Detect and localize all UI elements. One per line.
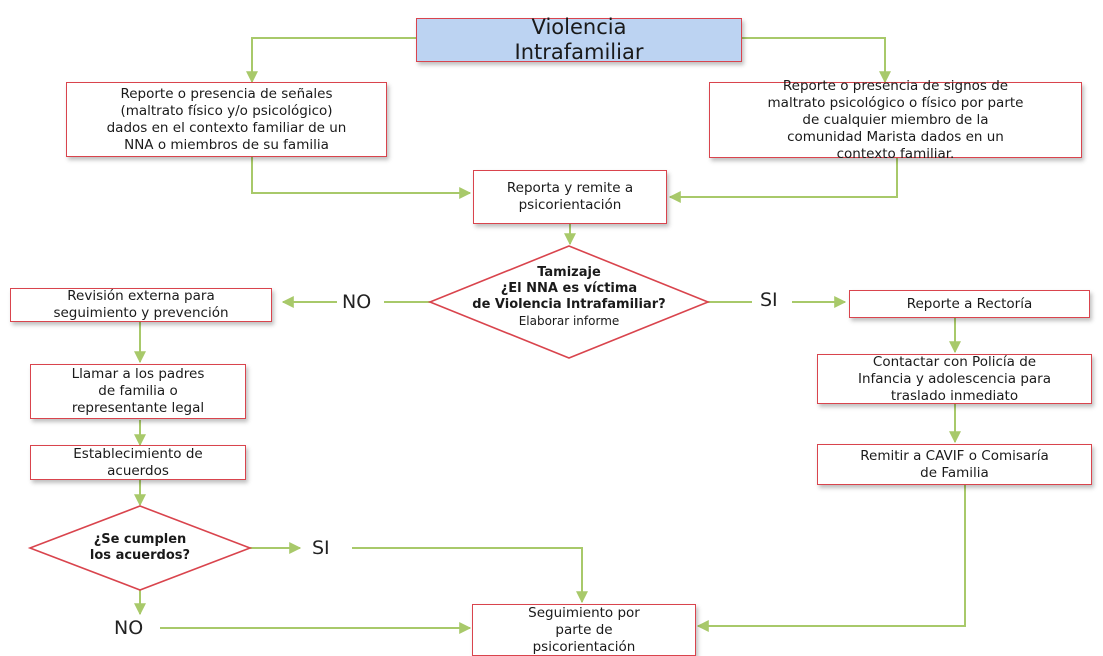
remit-psicorientacion-box: Reporta y remite a psicorientación: [473, 170, 667, 224]
revision-externa-box: Revisión externa para seguimiento y prev…: [10, 288, 272, 322]
acuerdos-question-label: ¿Se cumplen los acuerdos?: [60, 530, 220, 566]
edge-right-to-remit: [668, 158, 898, 203]
tamizaje-diamond: [427, 245, 711, 359]
tamizaje-no-label: NO: [342, 291, 372, 313]
report-right-box: Reporte o presencia de signos de maltrat…: [709, 78, 1082, 162]
tamizaje-label: Tamizaje ¿El NNA es víctima de Violencia…: [440, 265, 698, 328]
acuerdos-si-label: SI: [312, 537, 330, 559]
edge-title-to-left: [246, 37, 416, 84]
reporte-rectoria-box: Reporte a Rectoría: [849, 290, 1090, 318]
llamar-padres-box: Llamar a los padres de familia o represe…: [30, 364, 246, 419]
contactar-policia-box: Contactar con Policía de Infancia y adol…: [817, 354, 1092, 404]
tamizaje-si-label: SI: [760, 289, 778, 311]
edge-left-to-remit: [251, 157, 472, 199]
tamizaje-subtext: Elaborar informe: [518, 314, 620, 328]
tamizaje-question: Tamizaje ¿El NNA es víctima de Violencia…: [472, 265, 666, 312]
remitir-cavif-box: Remitir a CAVIF o Comisaría de Familia: [817, 444, 1092, 485]
seguimiento-box: Seguimiento por parte de psicorientación: [472, 604, 696, 656]
acuerdos-box: Establecimiento de acuerdos: [30, 445, 246, 480]
edge-cavif-to-seguimiento: [696, 485, 966, 632]
acuerdos-diamond: [27, 505, 253, 591]
report-left-box: Reporte o presencia de señales (maltrato…: [66, 82, 387, 157]
acuerdos-question: ¿Se cumplen los acuerdos?: [89, 532, 191, 563]
title-box: Violencia Intrafamiliar: [416, 15, 742, 64]
edge-acuerdos-si-b: [352, 547, 588, 604]
acuerdos-no-label: NO: [114, 617, 144, 639]
edge-title-to-right: [742, 37, 891, 84]
